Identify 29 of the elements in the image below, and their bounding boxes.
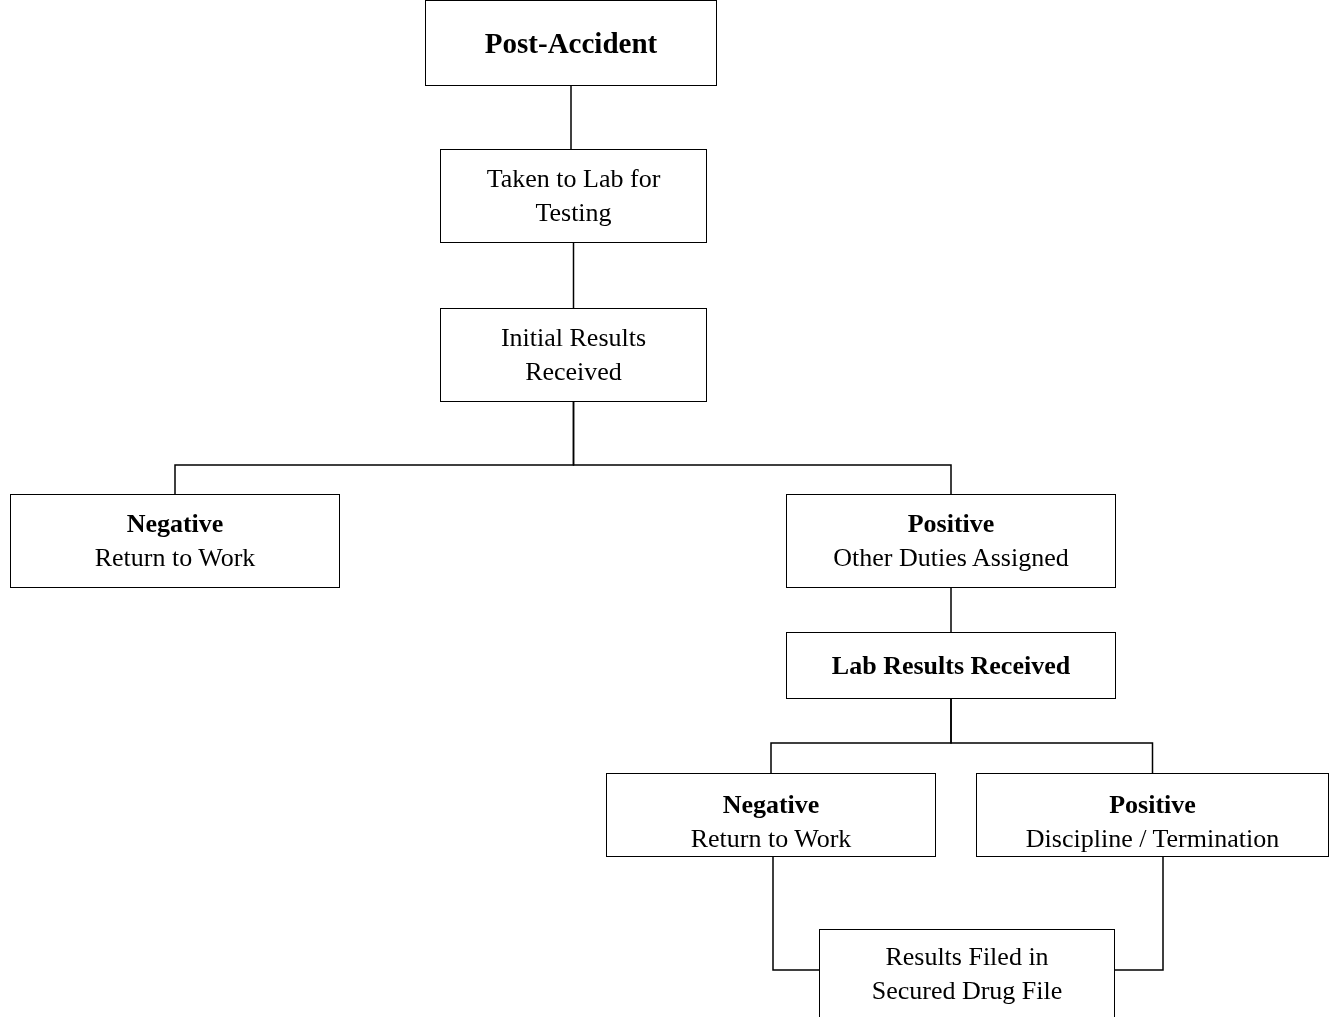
- process-box: [440, 149, 707, 243]
- box-heading: Positive: [907, 508, 995, 540]
- box-heading: Negative: [126, 508, 224, 540]
- box-text: Initial Results Received: [499, 322, 648, 388]
- process-box: [10, 494, 340, 588]
- box-heading: Negative: [722, 789, 820, 821]
- connector-line: [572, 401, 952, 495]
- box-text: Discipline / Termination: [1025, 823, 1280, 855]
- connector-line: [772, 856, 820, 971]
- box-text: Return to Work: [690, 823, 852, 855]
- box-text: Taken to Lab for Testing: [485, 163, 662, 229]
- connector-line: [572, 242, 575, 309]
- process-box: [976, 773, 1329, 857]
- connector-line: [950, 587, 952, 633]
- box-heading: Positive: [1109, 789, 1196, 821]
- process-box: [786, 494, 1116, 588]
- box-text: Results Filed in Secured Drug File: [870, 941, 1064, 1007]
- box-text: Post-Accident: [484, 26, 658, 60]
- process-box: [425, 0, 717, 86]
- process-box: [606, 773, 936, 857]
- connector-line: [950, 698, 1154, 774]
- connector-line: [1114, 856, 1164, 971]
- connector-line: [570, 85, 572, 150]
- box-text: Lab Results Received: [831, 649, 1071, 682]
- process-box: [440, 308, 707, 402]
- process-box: [786, 632, 1116, 699]
- box-text: Other Duties Assigned: [833, 542, 1069, 574]
- box-text: Return to Work: [94, 542, 256, 574]
- process-box: [819, 929, 1115, 1017]
